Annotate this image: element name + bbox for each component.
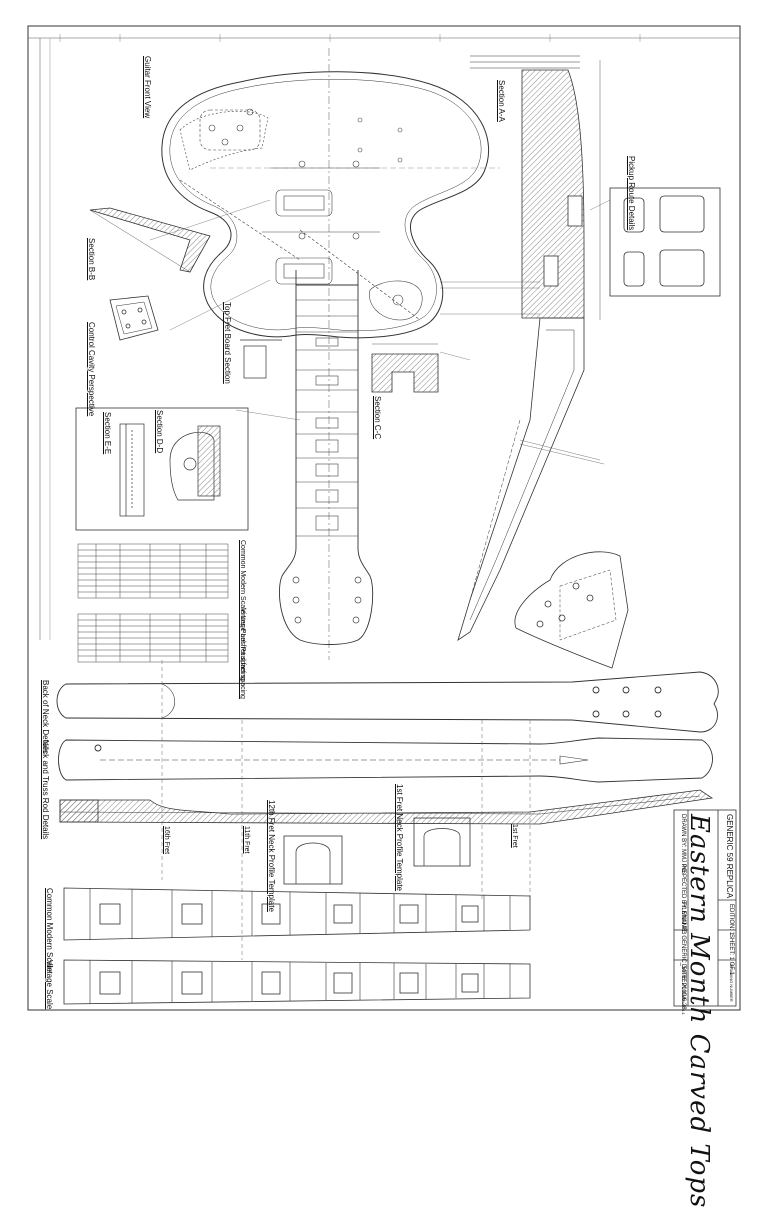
edition: EDITION: 1 [728, 904, 734, 936]
body-details [179, 108, 423, 321]
common-modern-fretboard [63, 887, 531, 941]
scale: SCALE: 1:1 [681, 994, 686, 1015]
section-e-e [119, 423, 145, 517]
vintage-fretboard [63, 959, 531, 1005]
guitar-front-view-label: Guitar Front View [143, 56, 152, 119]
drawing-number-note: DRAWING NUMBER [729, 964, 734, 1002]
section-a-a-label: Section A-A [497, 80, 506, 122]
guitar-body [161, 71, 489, 339]
top-fretboard-label: Top Fret Board Section [223, 302, 232, 384]
control-cavity [109, 295, 159, 341]
fret-1-label: 1st Fret [511, 824, 518, 848]
fret-lines [296, 299, 358, 537]
fret-1-template-label: 1st Fret Neck Profile Template [395, 784, 404, 892]
sheet-border [27, 25, 741, 1011]
pickup-route-details [609, 187, 721, 297]
top-fretboard-section [240, 339, 282, 379]
fret-12-template [283, 835, 343, 885]
section-d-d-label: Section D-D [155, 410, 164, 454]
blueprint-sheet: Guitar Front View Section A-A Section B-… [27, 25, 741, 1208]
neck-profile [59, 789, 714, 825]
title-block [673, 809, 737, 1007]
tuner-holes [292, 576, 362, 624]
fret-inlays [315, 337, 339, 531]
vintage-scale-label: Vintage Les Paul fret spacing [239, 608, 246, 699]
neck-side-view [457, 317, 585, 641]
fret-11-label: 11th Fret [243, 826, 250, 854]
neck-truss-label: Neck and Truss Rod Details [41, 740, 50, 840]
section-e-e-label: Section E-E [103, 412, 112, 455]
fret-12-template-label: 12th Fret Neck Profile Template [267, 800, 276, 912]
part-name: GENERIC 59 REPLICA [725, 814, 734, 899]
back-of-neck [56, 671, 719, 733]
vintage-scale-table [77, 613, 229, 663]
fret-1-template [413, 817, 471, 867]
vintage-scale-short-label: Vintage Scale [45, 960, 54, 1010]
fret-16-label: 16th Fret [163, 826, 170, 855]
company-title: Eastern Month Carved Tops [684, 814, 714, 1208]
neck-front [279, 270, 374, 645]
control-cavity-label: Control Cavity Perspective [87, 322, 96, 417]
section-a-a [470, 55, 601, 320]
headstock-perspective [514, 551, 629, 669]
common-scale-table [77, 543, 229, 599]
sections-d-e-box [75, 407, 249, 531]
neck-truss-rod [58, 737, 713, 783]
section-b-b [89, 207, 211, 273]
section-b-b-label: Section B-B [87, 238, 96, 281]
section-c-c-label: Section C-C [373, 396, 382, 440]
drawing-canvas [27, 25, 741, 1011]
pickup-route-label: Pickup Route Details [627, 156, 636, 231]
section-c-c [371, 343, 439, 393]
section-d-d [169, 425, 221, 501]
